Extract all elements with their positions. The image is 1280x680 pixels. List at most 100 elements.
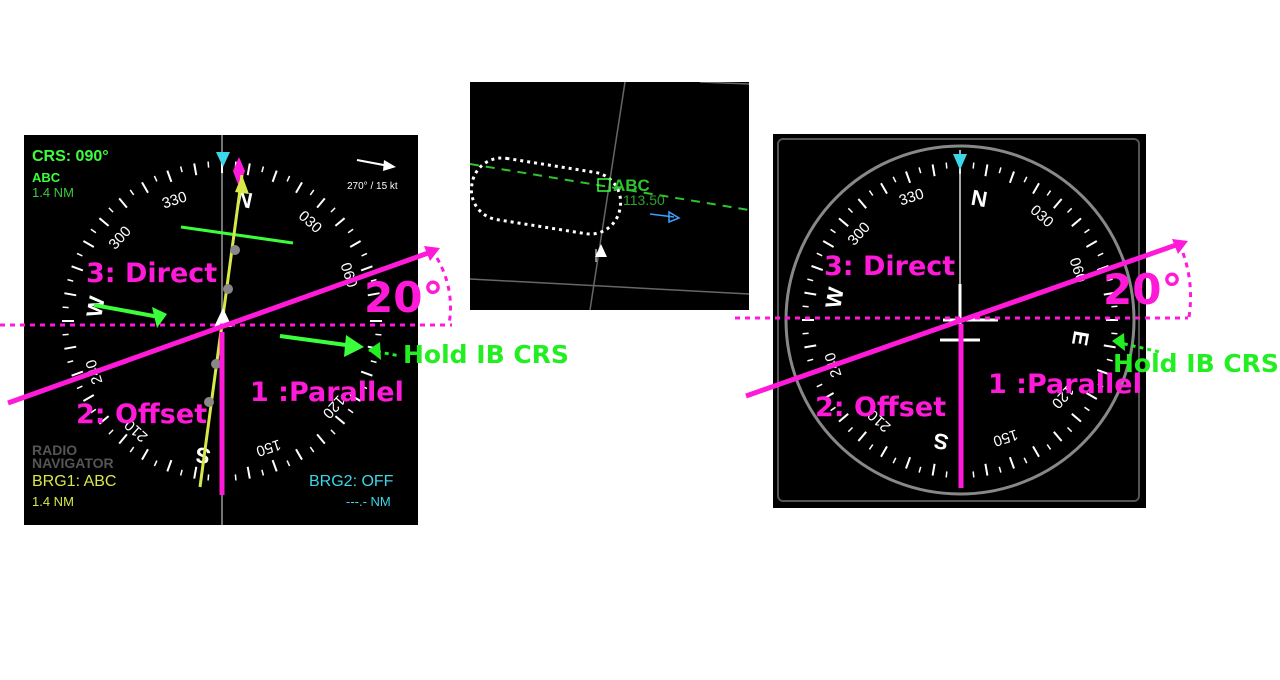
- compass-tick: [1071, 217, 1082, 227]
- compass-150: 150: [254, 436, 283, 460]
- hold-arrow-right: [279, 334, 347, 347]
- compass-tick: [811, 265, 824, 272]
- offset-label-left: 2: Offset: [76, 399, 208, 430]
- compass-tick: [1046, 444, 1052, 450]
- compass-tick: [838, 413, 849, 423]
- compass-tick: [998, 167, 1002, 174]
- angle-arc-right: [1181, 252, 1193, 318]
- nav-distance: 1.4 NM: [32, 185, 74, 200]
- compass-tick: [892, 457, 897, 464]
- compass-tick: [118, 433, 128, 445]
- compass-330: 330: [160, 188, 189, 212]
- compass-030: 030: [1027, 202, 1057, 231]
- compass-tick: [830, 228, 836, 234]
- wind-arrow-head-icon: [383, 160, 396, 171]
- compass-tick: [286, 175, 291, 182]
- map-view: ABC 113.50: [470, 82, 749, 310]
- hold-label-right: Hold IB CRS: [1113, 349, 1279, 378]
- compass-tick: [370, 360, 377, 364]
- compass-tick: [62, 333, 69, 336]
- compass-tick: [64, 292, 77, 297]
- compass-060: 060: [1066, 256, 1090, 285]
- compass-tick: [1053, 198, 1063, 209]
- grid-line: [699, 82, 749, 85]
- compass-tick: [984, 164, 989, 177]
- compass-tick: [330, 429, 336, 435]
- brg1-distance: 1.4 NM: [32, 494, 74, 509]
- compass-150: 150: [991, 426, 1020, 450]
- compass-tick: [67, 278, 74, 282]
- holding-pattern: [470, 156, 623, 236]
- vor-station-icon: [597, 178, 611, 192]
- compass-tick: [207, 161, 210, 168]
- compass-240: 240: [83, 357, 107, 386]
- compass-tick: [1085, 240, 1098, 248]
- compass-tick: [347, 228, 354, 234]
- compass-300: 300: [844, 219, 873, 249]
- radio-navigator-label: RADIO: [32, 442, 78, 458]
- direct-entry-arrow-right-icon: [1172, 239, 1188, 254]
- course-pointer-tip-icon: [233, 157, 245, 187]
- heading-bug-icon: [216, 152, 230, 167]
- brg2-distance: ---.- NM: [346, 494, 391, 509]
- navigation-display: N W S 330 300 030 060 120 150 210 240 CR…: [24, 135, 418, 525]
- map-canvas: [470, 82, 749, 310]
- compass-tick: [1071, 413, 1082, 423]
- compass-tick: [271, 170, 278, 183]
- grid-line: [589, 82, 626, 310]
- compass-tick: [1046, 190, 1052, 196]
- compass-tick: [360, 265, 373, 272]
- hsi-display: N W E S 330 300 030 060 120 150 210 240: [773, 134, 1146, 508]
- aircraft-marker-icon: [595, 244, 607, 257]
- compass-tick: [931, 164, 936, 177]
- compass-tick: [972, 162, 975, 169]
- grid-line: [470, 278, 749, 295]
- compass-tick: [330, 207, 336, 213]
- compass-tick: [1023, 176, 1028, 183]
- compass-tick: [193, 163, 198, 176]
- compass-tick: [360, 370, 373, 377]
- deviation-dot: [223, 284, 233, 294]
- compass-e: E: [1067, 329, 1094, 348]
- compass-tick: [234, 474, 237, 481]
- compass-tick: [1103, 344, 1116, 349]
- compass-tick: [271, 459, 278, 472]
- compass-tick: [847, 426, 854, 433]
- hold-arrow-right-head-icon: [344, 335, 364, 357]
- compass-tick: [246, 466, 251, 479]
- compass-tick: [71, 370, 84, 377]
- compass-tick: [193, 466, 198, 479]
- compass-tick: [90, 228, 97, 234]
- compass-tick: [166, 170, 173, 183]
- wind-vector: [649, 213, 675, 218]
- compass-tick: [847, 207, 854, 214]
- compass-tick: [141, 181, 149, 194]
- direct-entry-arrow-icon: [424, 246, 440, 261]
- compass-tick: [892, 176, 897, 183]
- compass-tick: [98, 415, 110, 425]
- compass-tick: [998, 466, 1002, 473]
- compass-tick: [905, 171, 912, 184]
- compass-tick: [71, 265, 84, 272]
- compass-tick: [984, 463, 989, 476]
- hsi-compass-rose: N W E S 330 300 030 060 120 150 210 240: [784, 144, 1136, 496]
- compass-tick: [1032, 445, 1040, 458]
- compass-tick: [361, 252, 368, 257]
- compass-tick: [857, 198, 867, 209]
- compass-tick: [261, 469, 265, 476]
- bearing-needle: [198, 174, 244, 488]
- compass-tick: [64, 345, 77, 350]
- compass-tick: [1032, 182, 1040, 195]
- compass-tick: [1084, 406, 1090, 412]
- compass-tick: [868, 190, 874, 196]
- compass-tick: [804, 291, 817, 296]
- offset-label-right: 2: Offset: [815, 392, 947, 423]
- compass-240: 240: [822, 350, 846, 379]
- compass-tick: [141, 448, 149, 461]
- compass-tick: [108, 429, 114, 435]
- compass-tick: [838, 217, 849, 227]
- bearing-arrow-icon: [235, 175, 249, 194]
- compass-tick: [76, 252, 83, 257]
- hold-label-left: Hold IB CRS: [403, 340, 569, 369]
- compass-tick: [98, 217, 110, 227]
